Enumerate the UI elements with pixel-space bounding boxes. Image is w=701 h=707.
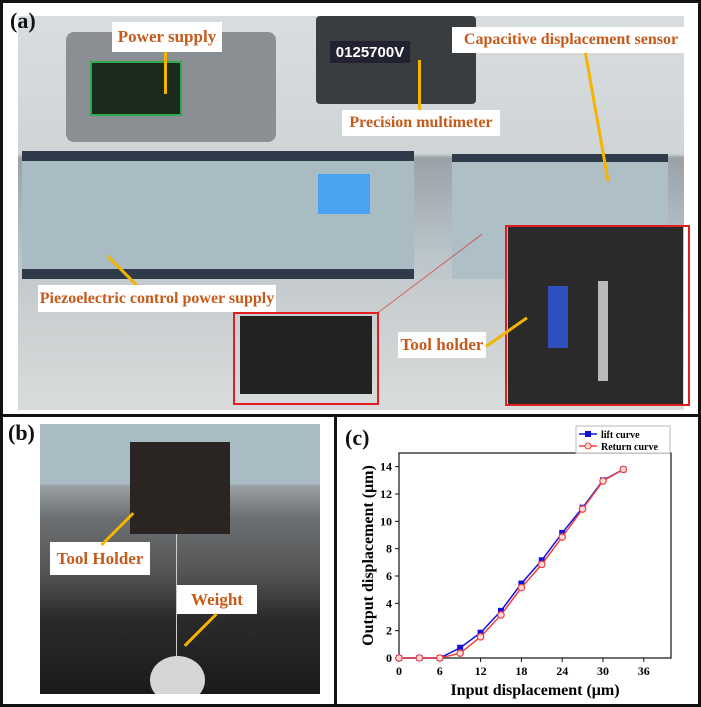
data-point bbox=[395, 654, 403, 662]
x-tick-label: 6 bbox=[437, 664, 443, 678]
data-point bbox=[538, 557, 545, 564]
x-tick-label: 18 bbox=[515, 664, 527, 678]
weight-cylinder bbox=[150, 656, 205, 694]
multimeter-display: 0125700V bbox=[330, 41, 410, 63]
divider-vertical bbox=[334, 414, 337, 707]
rack-lcd bbox=[318, 174, 370, 214]
tool-holder-closeup bbox=[508, 226, 683, 404]
callout-weight: Weight bbox=[177, 585, 257, 614]
data-point bbox=[457, 644, 464, 651]
data-point bbox=[435, 654, 444, 662]
y-tick-label: 4 bbox=[386, 596, 392, 610]
amplifier-rack bbox=[22, 151, 414, 279]
legend-box bbox=[575, 425, 671, 454]
data-point bbox=[537, 560, 546, 569]
x-tick-label: 30 bbox=[597, 664, 609, 678]
data-point bbox=[599, 477, 607, 485]
data-point bbox=[498, 607, 504, 614]
arrow-icon bbox=[164, 52, 167, 94]
legend-marker bbox=[584, 442, 592, 450]
panel-b-label: (b) bbox=[8, 420, 35, 445]
callout-power-supply: Power supply bbox=[112, 22, 222, 52]
data-point bbox=[456, 649, 465, 658]
x-axis-label: Input displacement (μm) bbox=[450, 682, 619, 699]
data-point bbox=[517, 583, 526, 592]
legend-label: lift curve bbox=[601, 430, 640, 441]
experimental-setup-photo: 0125700V bbox=[18, 16, 684, 410]
data-point bbox=[619, 465, 628, 474]
tool-holder-closeup-frame bbox=[505, 225, 690, 406]
data-point bbox=[578, 505, 587, 513]
data-point bbox=[477, 629, 484, 636]
x-tick-label: 0 bbox=[396, 664, 402, 678]
plot-area bbox=[398, 452, 672, 659]
data-point bbox=[497, 611, 505, 619]
data-point bbox=[476, 633, 485, 641]
callout-tool-holder-b: Tool Holder bbox=[50, 542, 150, 575]
legend-label: Return curve bbox=[601, 442, 658, 453]
panel-c-label: (c) bbox=[345, 425, 370, 450]
legend-marker bbox=[585, 431, 591, 437]
data-point bbox=[518, 580, 525, 587]
callout-precision-multimeter: Precision multimeter bbox=[342, 110, 500, 136]
tool-holder-small bbox=[240, 316, 372, 394]
panel-a-label: (a) bbox=[10, 8, 36, 33]
series-line-0 bbox=[399, 468, 624, 659]
y-tick-label: 12 bbox=[380, 487, 392, 501]
x-tick-label: 36 bbox=[638, 664, 650, 678]
callout-piezo-power-supply: Piezoelectric control power supply bbox=[38, 285, 276, 312]
y-tick-label: 0 bbox=[386, 651, 392, 665]
data-point bbox=[415, 654, 424, 662]
y-tick-label: 10 bbox=[380, 514, 392, 528]
y-tick-label: 8 bbox=[386, 542, 392, 556]
callout-tool-holder: Tool holder bbox=[398, 332, 486, 358]
tool-holder-highlight bbox=[233, 312, 379, 405]
data-point bbox=[559, 529, 566, 536]
closeup-probe bbox=[598, 281, 608, 381]
y-axis-label: Output displacement (μm) bbox=[360, 465, 377, 646]
divider-horizontal bbox=[0, 414, 701, 417]
x-tick-label: 12 bbox=[475, 664, 487, 678]
y-tick-label: 6 bbox=[386, 569, 392, 583]
data-point bbox=[558, 533, 567, 541]
tool-holder-body bbox=[130, 442, 230, 534]
y-tick-label: 2 bbox=[386, 624, 392, 638]
arrow-icon bbox=[418, 60, 421, 110]
x-tick-label: 24 bbox=[556, 664, 568, 678]
closeup-slot bbox=[548, 286, 568, 348]
string bbox=[176, 534, 177, 664]
y-tick-label: 14 bbox=[380, 460, 392, 474]
callout-capacitive-sensor: Capacitive displacement sensor bbox=[452, 27, 690, 53]
